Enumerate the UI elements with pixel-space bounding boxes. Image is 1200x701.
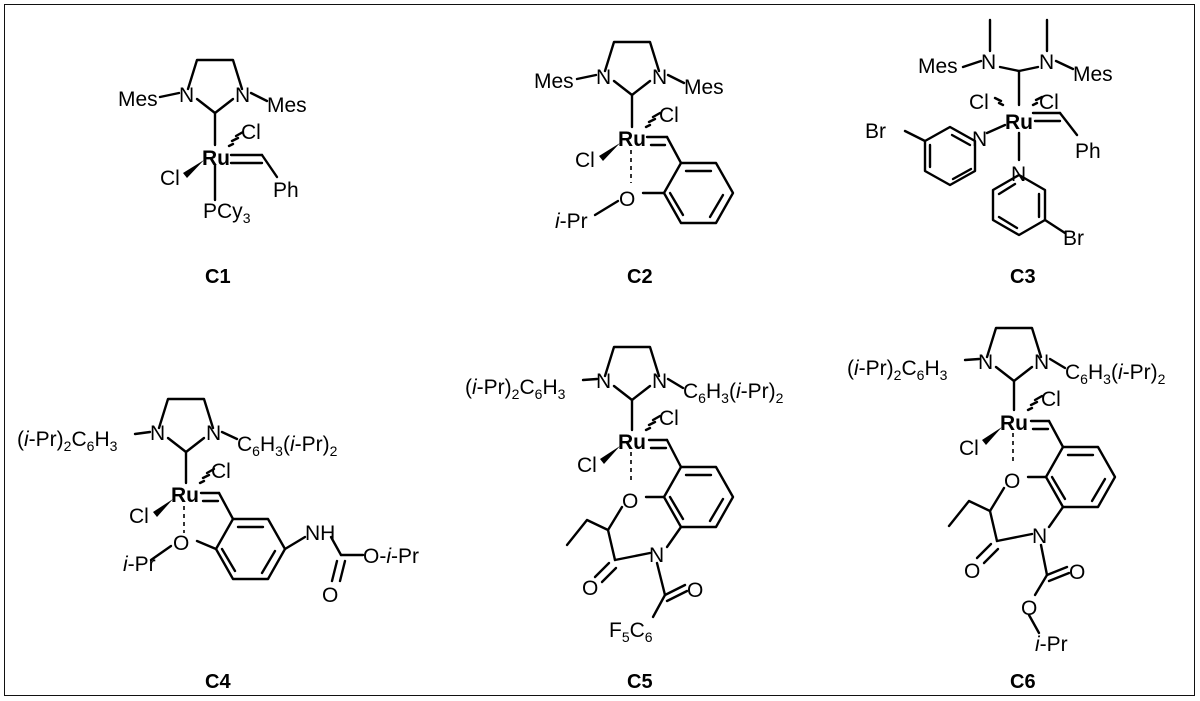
c6-o-ester: O — [1021, 597, 1037, 620]
c5-o-acyl: O — [687, 579, 703, 602]
c1-cl-top: Cl — [241, 121, 261, 144]
c6-o-lactam: O — [964, 560, 980, 583]
c4-ipr: i-Pr — [123, 553, 156, 576]
c5-cl-left: Cl — [577, 454, 597, 477]
c6-o-ring: O — [1004, 470, 1020, 493]
c4-nh: NH — [305, 522, 335, 545]
c2-n-left: N — [596, 66, 611, 89]
c5-ru: Ru — [618, 431, 646, 454]
c4-n-left: N — [150, 422, 165, 445]
c4-aryl-right: C6H3(i-Pr)2 — [237, 433, 338, 459]
c1-n-left: N — [179, 84, 194, 107]
c3-n-left: N — [981, 51, 996, 74]
caption-c3: C3 — [1010, 266, 1036, 288]
c4-aryl-left: (i-Pr)2C6H3 — [17, 428, 118, 454]
c3-br-right: Br — [1063, 227, 1084, 250]
caption-c1: C1 — [205, 266, 231, 288]
structures-canvas: N N Mes Mes Ru Cl Cl Ph PCy3 C1 N N Mes — [17, 18, 1166, 693]
c3-n-right: N — [1039, 51, 1054, 74]
c4-o: O — [173, 532, 189, 555]
c3-n-py-left: N — [972, 128, 987, 151]
c5-cl-top: Cl — [659, 407, 679, 430]
c4-n-right: N — [206, 422, 221, 445]
caption-c2: C2 — [627, 266, 653, 288]
c4-o-carbonyl: O — [322, 584, 338, 607]
c1-mes-right: Mes — [267, 94, 307, 117]
c3-cl-left: Cl — [969, 91, 989, 114]
c6-aryl-right: C6H3(i-Pr)2 — [1065, 361, 1166, 387]
c2-mes-left: Mes — [534, 70, 574, 93]
c2-ru: Ru — [618, 128, 646, 151]
c6-aryl-left: (i-Pr)2C6H3 — [847, 357, 948, 383]
c3-mes-left: Mes — [918, 55, 958, 78]
c5-n-ring: N — [649, 544, 664, 567]
c1-cl-left: Cl — [160, 167, 180, 190]
c1-pcy3: PCy3 — [203, 200, 251, 226]
c2-cl-left: Cl — [575, 149, 595, 172]
c5-o-ring: O — [622, 490, 638, 513]
c6-cl-top: Cl — [1041, 388, 1061, 411]
c2-ipr: i-Pr — [555, 210, 588, 233]
c3-mes-right: Mes — [1073, 63, 1113, 86]
c2-n-right: N — [652, 66, 667, 89]
c5-n-left: N — [596, 370, 611, 393]
c2-mes-right: Mes — [684, 76, 724, 99]
caption-c6: C6 — [1010, 671, 1036, 693]
structure-c4: N N (i-Pr)2C6H3 C6H3(i-Pr)2 Ru Cl Cl O i… — [17, 397, 419, 693]
c2-cl-top: Cl — [659, 104, 679, 127]
c6-n-left: N — [978, 351, 993, 374]
c5-n-right: N — [652, 370, 667, 393]
c5-o-lactam: O — [582, 577, 598, 600]
caption-c4: C4 — [205, 671, 231, 693]
c3-br-left: Br — [865, 120, 886, 143]
c4-cl-left: Cl — [129, 505, 149, 528]
caption-c5: C5 — [627, 671, 653, 693]
c4-cl-top: Cl — [211, 460, 231, 483]
c1-ph: Ph — [273, 179, 299, 202]
c1-n-right: N — [235, 84, 250, 107]
c2-o: O — [619, 188, 635, 211]
structures-figure: N N Mes Mes Ru Cl Cl Ph PCy3 C1 N N Mes — [4, 4, 1195, 696]
c3-n-py-low: N — [1011, 163, 1026, 186]
c1-ru: Ru — [202, 147, 230, 170]
structure-c2: N N Mes Mes Ru Cl Cl O i-Pr C2 — [534, 40, 735, 288]
c5-f5c6: F5C6 — [609, 619, 653, 645]
c4-o-ipr: O-i-Pr — [363, 545, 419, 568]
c1-mes-left: Mes — [118, 88, 158, 111]
structure-c6: N N (i-Pr)2C6H3 C6H3(i-Pr)2 Ru Cl Cl O N… — [847, 326, 1166, 693]
c6-cl-left: Cl — [959, 437, 979, 460]
structure-c3: N N Mes Mes Cl Cl Ru Ph N N Br Br C3 — [865, 18, 1113, 288]
c5-aryl-right: C6H3(i-Pr)2 — [683, 380, 784, 406]
c3-ru: Ru — [1005, 111, 1033, 134]
c6-ipr: i-Pr — [1035, 633, 1068, 656]
c3-cl-right: Cl — [1039, 91, 1059, 114]
c5-aryl-left: (i-Pr)2C6H3 — [465, 376, 566, 402]
c4-ru: Ru — [171, 484, 199, 507]
c6-n-right: N — [1034, 351, 1049, 374]
c6-ru: Ru — [1000, 412, 1028, 435]
c6-o-carbonyl: O — [1069, 561, 1085, 584]
c3-ph: Ph — [1075, 140, 1101, 163]
structure-c5: N N (i-Pr)2C6H3 C6H3(i-Pr)2 Ru Cl Cl O N… — [465, 345, 784, 693]
c6-n-ring: N — [1032, 525, 1047, 548]
structure-c1: N N Mes Mes Ru Cl Cl Ph PCy3 C1 — [118, 58, 307, 288]
